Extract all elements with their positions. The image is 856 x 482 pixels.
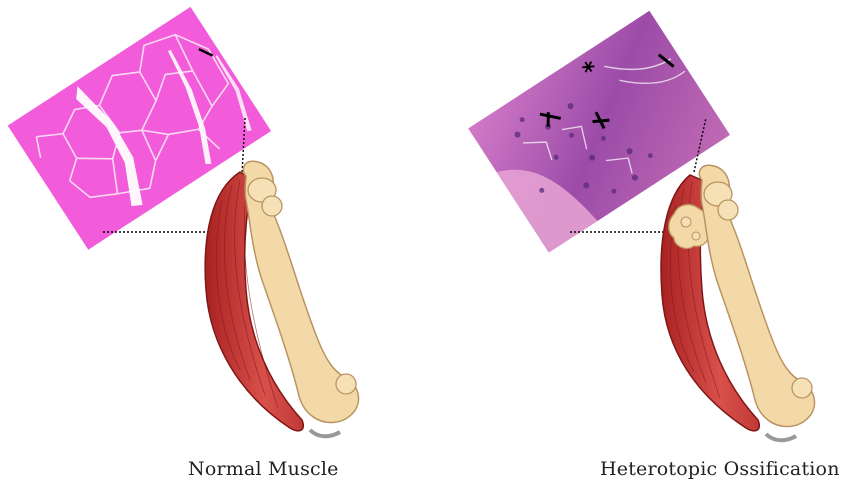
ho-illustration: * [428,0,856,482]
normal-muscle-panel: Normal Muscle [0,0,428,482]
normal-muscle-illustration [0,0,428,482]
ho-panel: * [428,0,856,482]
ho-caption: Heterotopic Ossification [600,458,840,480]
normal-muscle-caption: Normal Muscle [188,458,339,480]
